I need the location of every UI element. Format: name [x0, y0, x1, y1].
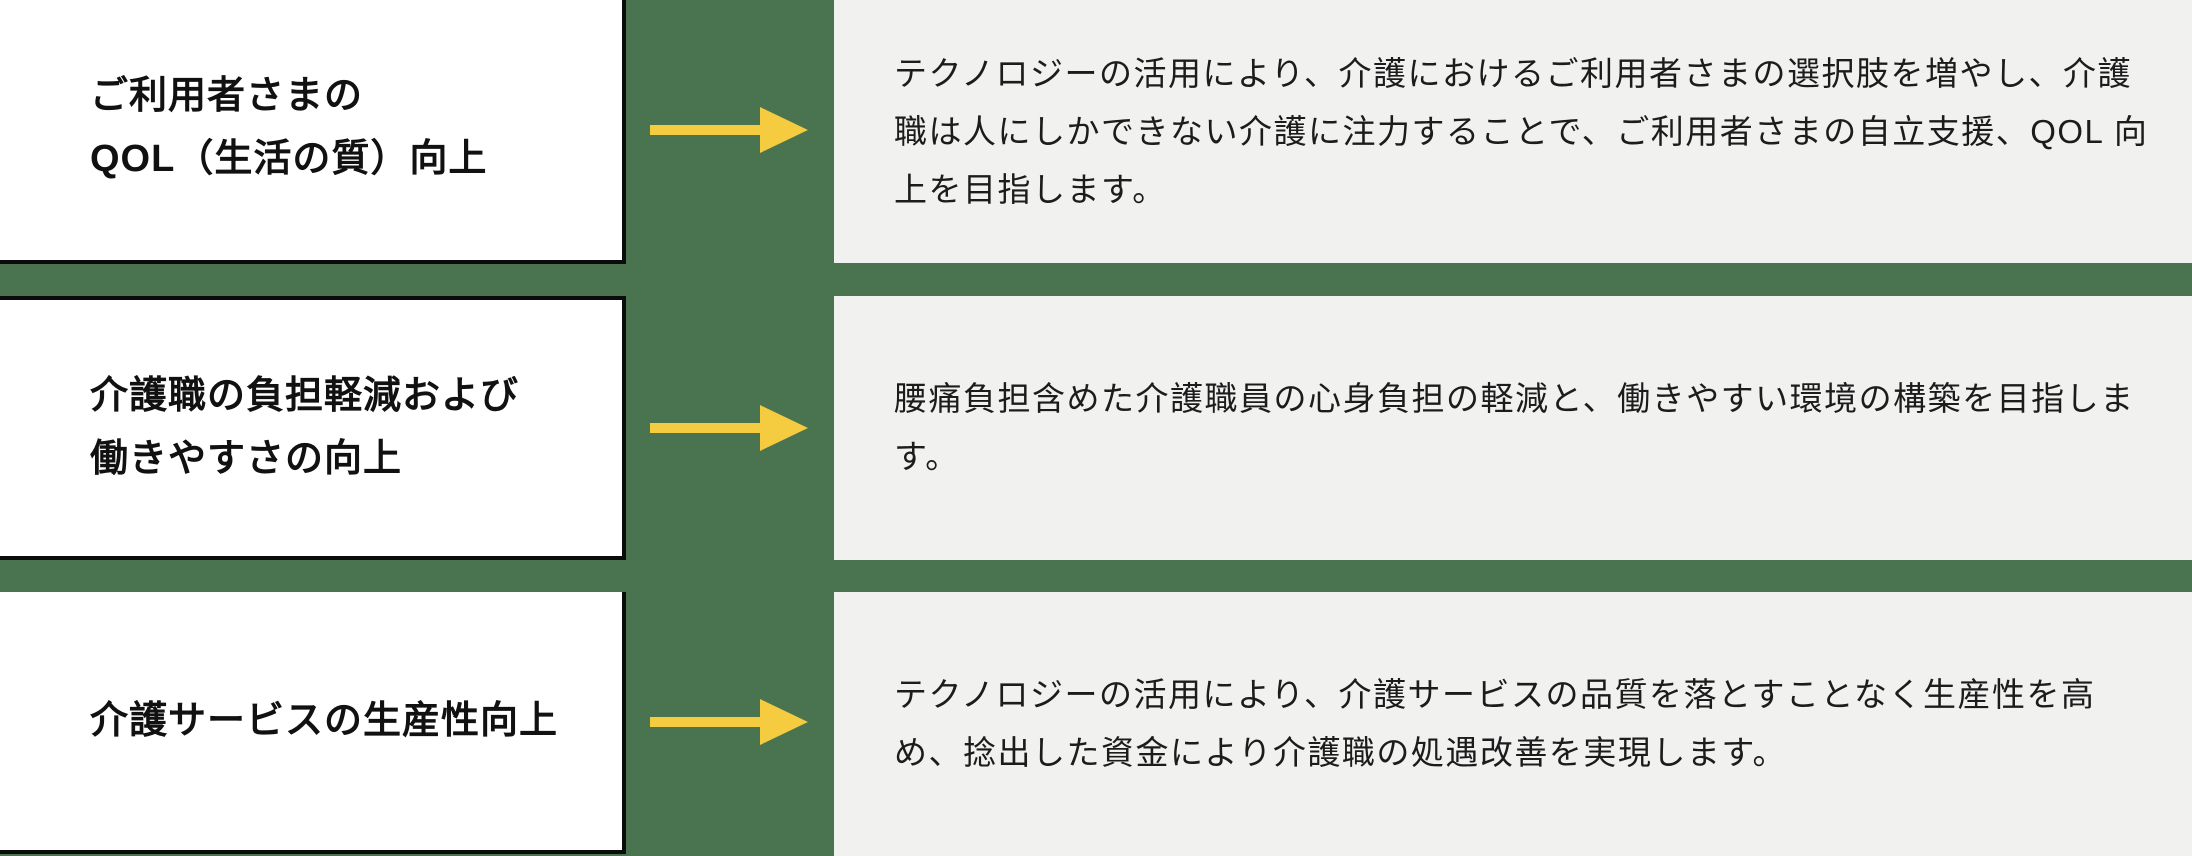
description-line: め、捻出した資金により介護職の処遇改善を実現します。: [894, 734, 1788, 771]
description-line: 腰痛負担含めた介護職員の心身負担の軽減と、働きやすい環境の構築を目指しま: [894, 380, 2135, 417]
description-box-productivity: テクノロジーの活用により、介護サービスの品質を落とすことなく生産性を高 め、捻出…: [834, 592, 2192, 856]
goal-box-workload: 介護職の負担軽減および 働きやすさの向上: [0, 296, 626, 560]
description-box-qol: テクノロジーの活用により、介護におけるご利用者さまの選択肢を増やし、介護 職は人…: [834, 0, 2192, 263]
description-line: テクノロジーの活用により、介護サービスの品質を落とすことなく生産性を高: [894, 676, 2096, 713]
description-line: テクノロジーの活用により、介護におけるご利用者さまの選択肢を増やし、介護: [894, 54, 2133, 92]
goal-box-productivity: 介護サービスの生産性向上: [0, 592, 626, 854]
goal-title-line: QOL（生活の質）向上: [90, 138, 488, 180]
description-line: 上を目指します。: [894, 170, 1167, 208]
goal-title-line: 働きやすさの向上: [90, 438, 403, 480]
description-box-workload: 腰痛負担含めた介護職員の心身負担の軽減と、働きやすい環境の構築を目指しま す。: [834, 296, 2192, 560]
description-line: 職は人にしかできない介護に注力することで、ご利用者さまの自立支援、QOL 向: [894, 112, 2149, 150]
arrow-right-icon: [650, 699, 808, 745]
goal-box-qol: ご利用者さまの QOL（生活の質）向上: [0, 0, 626, 264]
arrow-right-icon: [650, 405, 808, 451]
goal-title-line: 介護職の負担軽減および: [90, 375, 520, 417]
goal-title-line: 介護サービスの生産性向上: [90, 699, 559, 742]
description-line: す。: [894, 438, 960, 475]
arrow-right-icon: [650, 107, 808, 153]
goal-title-line: ご利用者さまの: [90, 75, 364, 117]
